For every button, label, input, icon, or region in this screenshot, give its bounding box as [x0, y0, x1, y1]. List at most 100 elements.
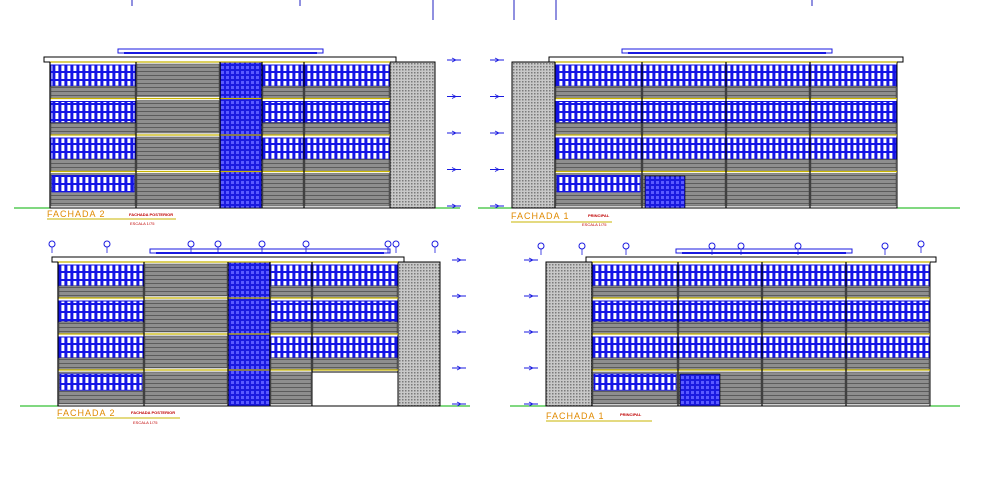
window-band — [642, 64, 726, 87]
wall-panel — [136, 136, 220, 170]
stair-core — [219, 171, 263, 209]
window-band — [270, 336, 312, 359]
side-tower — [397, 261, 441, 407]
window-band — [555, 137, 642, 160]
window-band — [58, 336, 144, 359]
window-band — [762, 264, 846, 287]
spandrel-panel — [262, 122, 304, 136]
axis-bubble — [103, 240, 111, 248]
window-band — [304, 137, 390, 160]
window-band — [262, 64, 304, 87]
window-band — [270, 264, 312, 287]
spandrel-panel — [555, 158, 642, 172]
stair-core — [227, 297, 271, 335]
window-band — [678, 264, 762, 287]
elevation-br — [510, 248, 960, 407]
top-slab — [51, 256, 405, 263]
window-band — [58, 264, 144, 287]
stair-core — [219, 98, 263, 136]
spandrel-panel — [642, 85, 726, 99]
spandrel-panel — [762, 321, 846, 335]
spandrel-panel — [50, 158, 136, 172]
window-band — [846, 336, 930, 359]
window-band — [304, 64, 390, 87]
spandrel-panel — [726, 85, 810, 99]
wall-panel — [262, 173, 304, 207]
spandrel-panel — [846, 357, 930, 371]
spandrel-panel — [592, 357, 678, 371]
wall-panel — [846, 371, 930, 405]
spandrel-panel — [50, 122, 136, 136]
axis-bubble — [302, 240, 310, 248]
spandrel-panel — [555, 85, 642, 99]
spandrel-panel — [678, 321, 762, 335]
drawing-title-bl: FACHADA 2 — [57, 408, 116, 418]
axis-bubble — [384, 240, 392, 248]
window-band — [555, 101, 642, 124]
axis-bubble — [622, 242, 630, 250]
axis-bubble — [392, 240, 400, 248]
stair-core — [227, 333, 271, 371]
spandrel-panel — [270, 285, 312, 299]
spandrel-panel — [678, 285, 762, 299]
drawing-scale-bl: ESCALA 1/75 — [133, 420, 158, 425]
window-band — [262, 101, 304, 124]
spandrel-panel — [762, 357, 846, 371]
wall-panel — [762, 371, 846, 405]
window-band — [592, 264, 678, 287]
window-band — [51, 175, 135, 193]
spandrel-panel — [262, 158, 304, 172]
window-band — [312, 336, 398, 359]
window-band — [556, 175, 641, 193]
window-band — [555, 64, 642, 87]
entrance-glazing — [644, 175, 686, 209]
window-band — [312, 264, 398, 287]
window-band — [592, 300, 678, 323]
window-band — [678, 336, 762, 359]
spandrel-panel — [270, 357, 312, 371]
spandrel-panel — [58, 321, 144, 335]
spandrel-panel — [304, 158, 390, 172]
spandrel-panel — [262, 85, 304, 99]
window-band — [810, 137, 897, 160]
drawing-subtitle-tr: PRINCIPAL — [588, 213, 610, 218]
axis-bubble — [578, 242, 586, 250]
window-band — [50, 137, 136, 160]
drawing-subtitle-bl: FACHADA POSTERIOR — [131, 410, 176, 415]
top-axis-marks — [131, 0, 813, 20]
wall-panel — [136, 63, 220, 97]
window-band — [810, 64, 897, 87]
spandrel-panel — [762, 285, 846, 299]
axis-bubble — [708, 242, 716, 250]
spandrel-panel — [642, 122, 726, 136]
elevation-tl — [14, 48, 461, 209]
window-band — [592, 336, 678, 359]
window-band — [642, 137, 726, 160]
spandrel-panel — [810, 158, 897, 172]
wall-panel — [144, 263, 228, 297]
axis-bubble — [881, 242, 889, 250]
spandrel-panel — [810, 85, 897, 99]
axis-bubble — [187, 240, 195, 248]
top-slab — [43, 56, 397, 63]
elevation-bl — [20, 248, 470, 407]
wall-panel — [144, 371, 228, 405]
window-band — [762, 300, 846, 323]
window-band — [810, 101, 897, 124]
entrance-glazing — [679, 373, 721, 407]
window-band — [593, 373, 677, 391]
axis-bubble — [48, 240, 56, 248]
top-slab — [548, 56, 904, 63]
stair-core — [219, 134, 263, 172]
axis-bubble — [537, 242, 545, 250]
drawing-title-tr: FACHADA 1 — [511, 211, 570, 221]
axis-bubble — [917, 240, 925, 248]
spandrel-panel — [270, 321, 312, 335]
spandrel-panel — [304, 85, 390, 99]
spandrel-panel — [846, 321, 930, 335]
window-band — [304, 101, 390, 124]
stair-core — [227, 369, 271, 407]
drawing-scale-tr: ESCALA 1/75 — [582, 222, 607, 227]
wall-panel — [304, 173, 390, 207]
spandrel-panel — [58, 285, 144, 299]
